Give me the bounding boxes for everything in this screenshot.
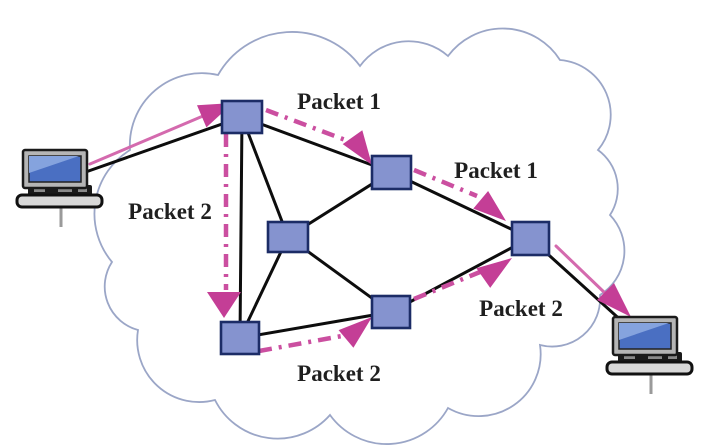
destination-host-console-detail <box>624 355 635 359</box>
router-f <box>510 220 551 257</box>
destination-host-icon <box>605 315 694 394</box>
link-router-a-c <box>240 115 290 239</box>
label-packet1-right: Packet 1 <box>454 158 538 183</box>
destination-host-keyboard <box>605 360 694 376</box>
arrowhead-e-to-f <box>476 258 512 288</box>
arrowhead-a-to-d <box>207 292 241 318</box>
destination-host-console-detail <box>668 355 677 359</box>
link-source-router-a <box>78 115 244 176</box>
router-e <box>370 294 412 330</box>
source-host-screen-glare <box>29 156 79 173</box>
link-router-a-d <box>238 115 244 340</box>
label-packet2-bottom: Packet 2 <box>297 361 381 386</box>
packet1-path-b-to-f <box>413 167 478 199</box>
arrowhead-into-destination <box>597 283 631 317</box>
source-host-keyboard <box>15 193 104 209</box>
arrowhead-b-to-f <box>473 191 506 221</box>
label-packet1-top: Packet 1 <box>297 89 381 114</box>
destination-host-console-detail <box>648 355 662 359</box>
arrowhead-d-to-e <box>338 317 372 348</box>
label-packet2-left: Packet 2 <box>128 199 212 224</box>
label-packet2-right: Packet 2 <box>479 296 563 321</box>
link-router-e-f <box>389 236 532 314</box>
link-router-a-b <box>240 115 393 174</box>
router-d <box>219 320 261 356</box>
router-c <box>266 220 310 254</box>
source-host-console-detail <box>34 188 45 192</box>
router-a <box>220 99 264 135</box>
packet-path-source-entry <box>88 114 205 166</box>
source-host-console-detail <box>58 188 72 192</box>
packet2-path-e-to-f <box>413 269 481 302</box>
link-router-d-e <box>238 310 393 340</box>
source-host-console-detail <box>78 188 87 192</box>
source-host-icon <box>15 148 104 227</box>
link-router-b-f <box>389 170 532 240</box>
packet-path-destination-exit <box>554 244 608 296</box>
destination-host-screen-glare <box>619 323 669 340</box>
router-b <box>370 154 413 191</box>
arrowhead-a-to-b <box>342 130 372 165</box>
packet2-path-d-to-e <box>258 333 343 354</box>
